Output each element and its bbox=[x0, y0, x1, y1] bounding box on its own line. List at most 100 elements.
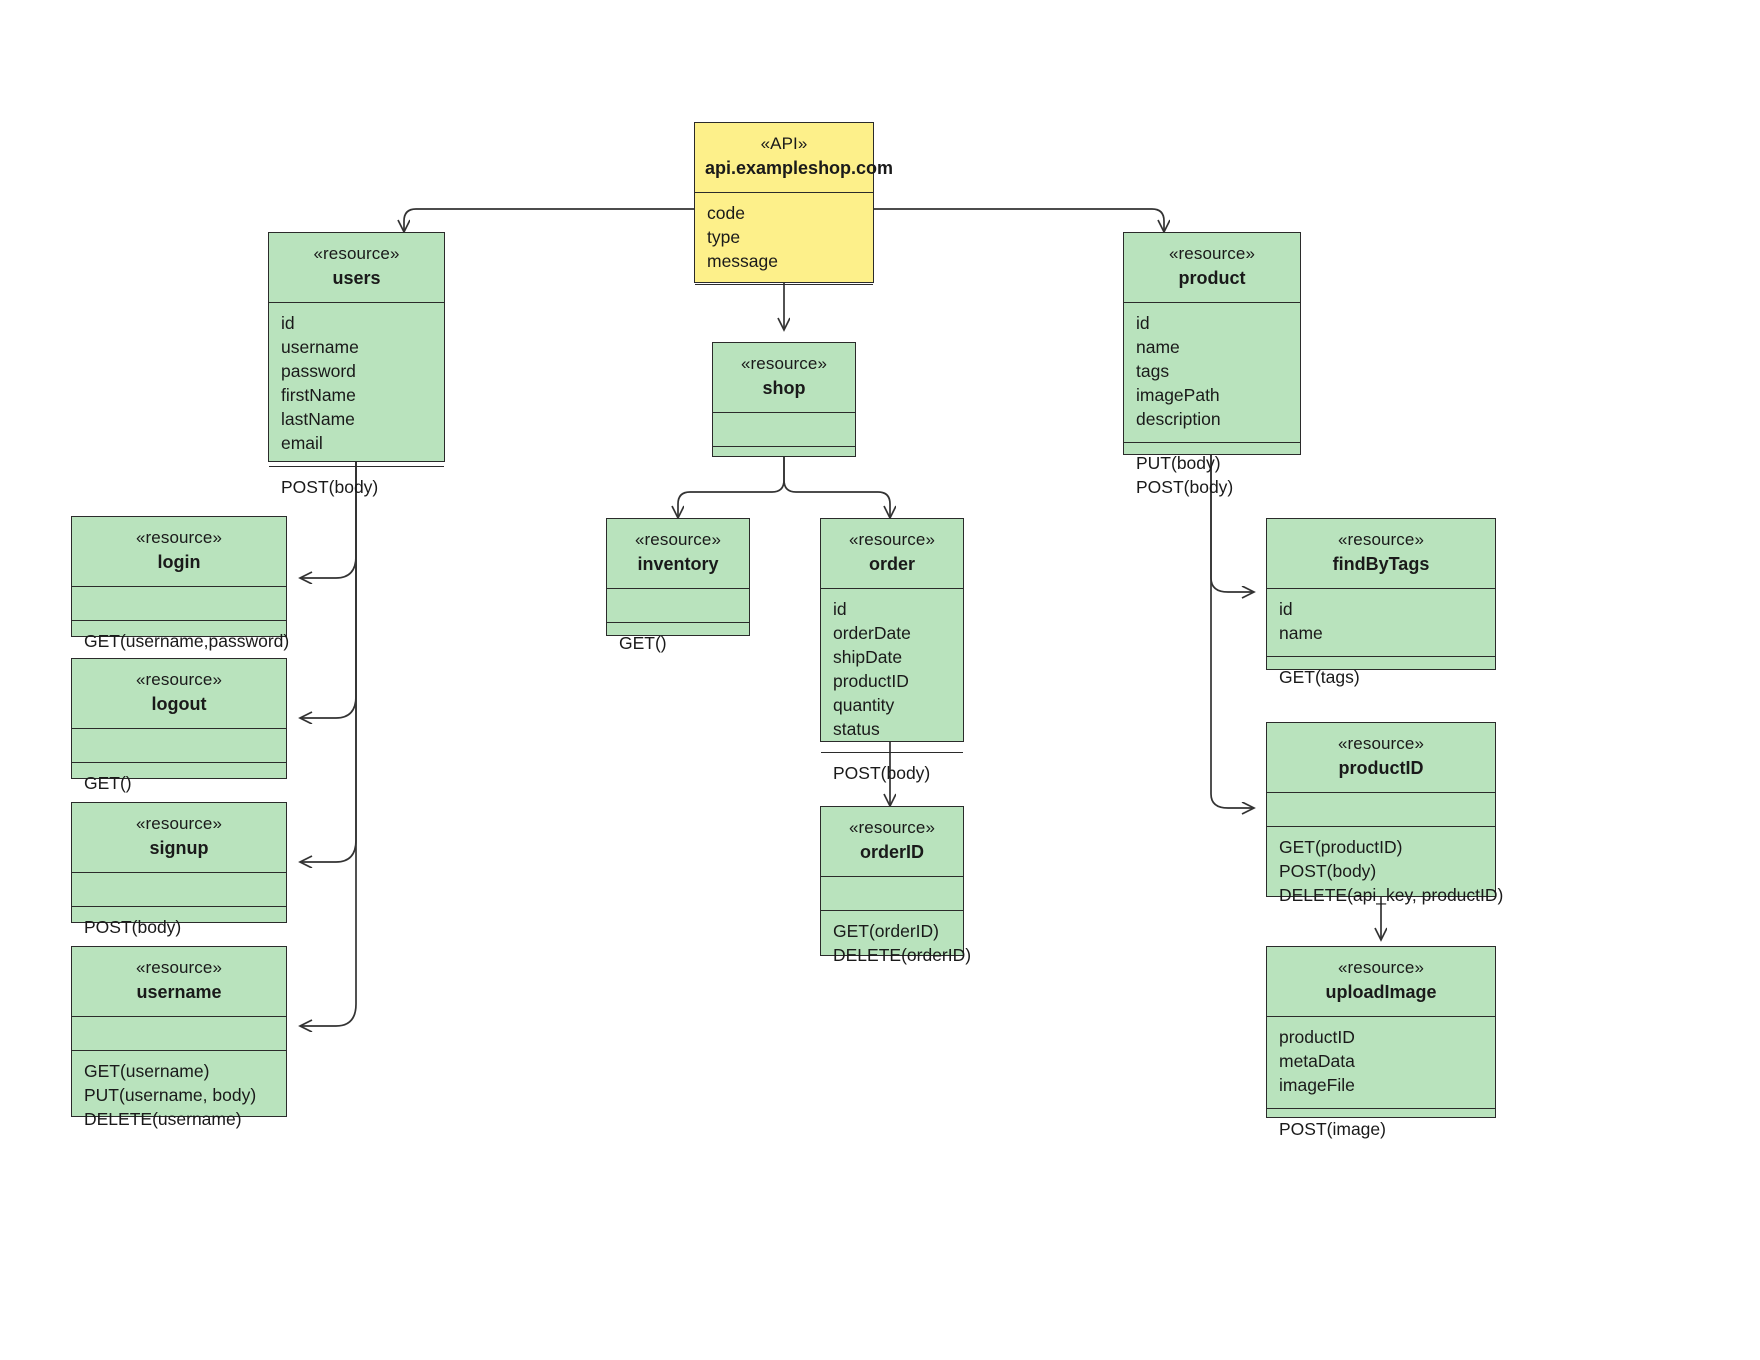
node-shop[interactable]: «resource» shop bbox=[712, 342, 856, 457]
node-signup[interactable]: «resource» signup POST(body) bbox=[71, 802, 287, 937]
attribute: imageFile bbox=[1279, 1074, 1355, 1095]
node-uploadimage-attributes: productID metaData imageFile bbox=[1267, 1017, 1495, 1109]
node-order-attributes: id orderDate shipDate productID quantity… bbox=[821, 589, 963, 753]
attribute: id bbox=[1279, 598, 1293, 619]
node-login[interactable]: «resource» login GET(username,password) bbox=[71, 516, 289, 651]
attribute: username bbox=[281, 336, 359, 357]
node-order-name: order bbox=[868, 553, 915, 574]
node-api[interactable]: «API» api.exampleshop.com code type mess… bbox=[694, 122, 893, 285]
attribute: code bbox=[707, 202, 745, 223]
edge-users-username bbox=[300, 462, 357, 1026]
operation: GET() bbox=[619, 632, 667, 653]
node-productid-operations: GET(productID) POST(body) DELETE(api_key… bbox=[1267, 827, 1504, 918]
node-signup-name: signup bbox=[149, 837, 209, 858]
node-username-operations: GET(username) PUT(username, body) DELETE… bbox=[72, 1051, 286, 1142]
node-users-name: users bbox=[332, 267, 381, 288]
node-api-stereotype: «API» bbox=[760, 134, 808, 153]
node-signup-stereotype: «resource» bbox=[135, 814, 223, 833]
node-uploadimage-header: «resource» uploadImage bbox=[1267, 947, 1495, 1017]
edge-api-users bbox=[404, 208, 694, 232]
node-orderid-stereotype: «resource» bbox=[848, 818, 936, 837]
operation: GET() bbox=[84, 772, 132, 793]
node-users-attributes: id username password firstName lastName … bbox=[269, 303, 444, 467]
node-product-operations: PUT(body) POST(body) bbox=[1124, 443, 1300, 510]
node-shop-header: «resource» shop bbox=[713, 343, 855, 413]
node-logout[interactable]: «resource» logout GET() bbox=[71, 658, 287, 793]
attribute: lastName bbox=[281, 408, 355, 429]
node-users-operations: POST(body) bbox=[269, 467, 444, 510]
node-api-attributes: code type message bbox=[695, 193, 873, 285]
attribute: productID bbox=[833, 670, 909, 691]
node-username[interactable]: «resource» username GET(username) PUT(us… bbox=[71, 946, 287, 1129]
operation: POST(body) bbox=[281, 476, 379, 497]
node-product-name: product bbox=[1178, 267, 1246, 288]
node-uploadimage[interactable]: «resource» uploadImage productID metaDat… bbox=[1266, 946, 1496, 1139]
node-login-operations: GET(username,password) bbox=[72, 621, 289, 664]
node-username-name: username bbox=[136, 981, 222, 1002]
attribute: description bbox=[1136, 408, 1221, 429]
node-inventory-stereotype: «resource» bbox=[634, 530, 722, 549]
node-uploadimage-stereotype: «resource» bbox=[1337, 958, 1425, 977]
attribute: productID bbox=[1279, 1026, 1355, 1047]
node-findbytags-operations: GET(tags) bbox=[1267, 657, 1495, 700]
node-product-attributes: id name tags imagePath description bbox=[1124, 303, 1300, 443]
node-inventory[interactable]: «resource» inventory GET() bbox=[606, 518, 750, 653]
node-username-header: «resource» username bbox=[72, 947, 286, 1017]
attribute: status bbox=[833, 718, 880, 739]
node-api-operations bbox=[695, 285, 873, 319]
attribute: message bbox=[707, 250, 779, 271]
node-orderid-header: «resource» orderID bbox=[821, 807, 963, 877]
node-findbytags[interactable]: «resource» findByTags id name GET(tags) bbox=[1266, 518, 1496, 687]
node-findbytags-attributes: id name bbox=[1267, 589, 1495, 657]
node-order-header: «resource» order bbox=[821, 519, 963, 589]
edge-api-product bbox=[874, 208, 1164, 232]
node-logout-operations: GET() bbox=[72, 763, 286, 806]
node-orderid[interactable]: «resource» orderID GET(orderID) DELETE(o… bbox=[820, 806, 971, 965]
operation: POST(image) bbox=[1279, 1118, 1386, 1139]
operation: DELETE(username) bbox=[84, 1108, 242, 1129]
attribute: orderDate bbox=[833, 622, 911, 643]
operation: GET(tags) bbox=[1279, 666, 1360, 687]
operation: POST(body) bbox=[84, 916, 182, 937]
operation: DELETE(orderID) bbox=[833, 944, 972, 965]
attribute: name bbox=[1279, 622, 1323, 643]
attribute: name bbox=[1136, 336, 1180, 357]
node-api-header: «API» api.exampleshop.com bbox=[695, 123, 893, 193]
attribute: metaData bbox=[1279, 1050, 1355, 1071]
node-username-attributes bbox=[72, 1017, 286, 1051]
operation: POST(body) bbox=[833, 762, 931, 783]
node-shop-attributes bbox=[713, 413, 855, 447]
node-product-header: «resource» product bbox=[1124, 233, 1300, 303]
operation: DELETE(api_key, productID) bbox=[1279, 884, 1504, 905]
node-orderid-attributes bbox=[821, 877, 963, 911]
attribute: type bbox=[707, 226, 741, 247]
attribute: id bbox=[281, 312, 295, 333]
node-findbytags-stereotype: «resource» bbox=[1337, 530, 1425, 549]
attribute: imagePath bbox=[1136, 384, 1220, 405]
node-productid[interactable]: «resource» productID GET(productID) POST… bbox=[1266, 722, 1503, 905]
node-orderid-operations: GET(orderID) DELETE(orderID) bbox=[821, 911, 972, 978]
node-product[interactable]: «resource» product id name tags imagePat… bbox=[1123, 232, 1301, 497]
node-logout-name: logout bbox=[151, 693, 207, 714]
node-logout-header: «resource» logout bbox=[72, 659, 286, 729]
node-order[interactable]: «resource» order id orderDate shipDate p… bbox=[820, 518, 964, 783]
node-orderid-name: orderID bbox=[859, 841, 924, 862]
node-productid-attributes bbox=[1267, 793, 1495, 827]
attribute: id bbox=[833, 598, 847, 619]
node-users[interactable]: «resource» users id username password fi… bbox=[268, 232, 445, 497]
node-logout-attributes bbox=[72, 729, 286, 763]
operation: GET(productID) bbox=[1279, 836, 1403, 857]
node-inventory-header: «resource» inventory bbox=[607, 519, 749, 589]
node-findbytags-header: «resource» findByTags bbox=[1267, 519, 1495, 589]
node-findbytags-name: findByTags bbox=[1332, 553, 1430, 574]
node-order-stereotype: «resource» bbox=[848, 530, 936, 549]
operation: POST(body) bbox=[1136, 476, 1234, 497]
operation: GET(username) bbox=[84, 1060, 210, 1081]
node-inventory-operations: GET() bbox=[607, 623, 749, 666]
operation: PUT(body) bbox=[1136, 452, 1221, 473]
node-login-name: login bbox=[157, 551, 201, 572]
node-order-operations: POST(body) bbox=[821, 753, 963, 796]
node-login-stereotype: «resource» bbox=[135, 528, 223, 547]
node-shop-name: shop bbox=[762, 377, 806, 398]
